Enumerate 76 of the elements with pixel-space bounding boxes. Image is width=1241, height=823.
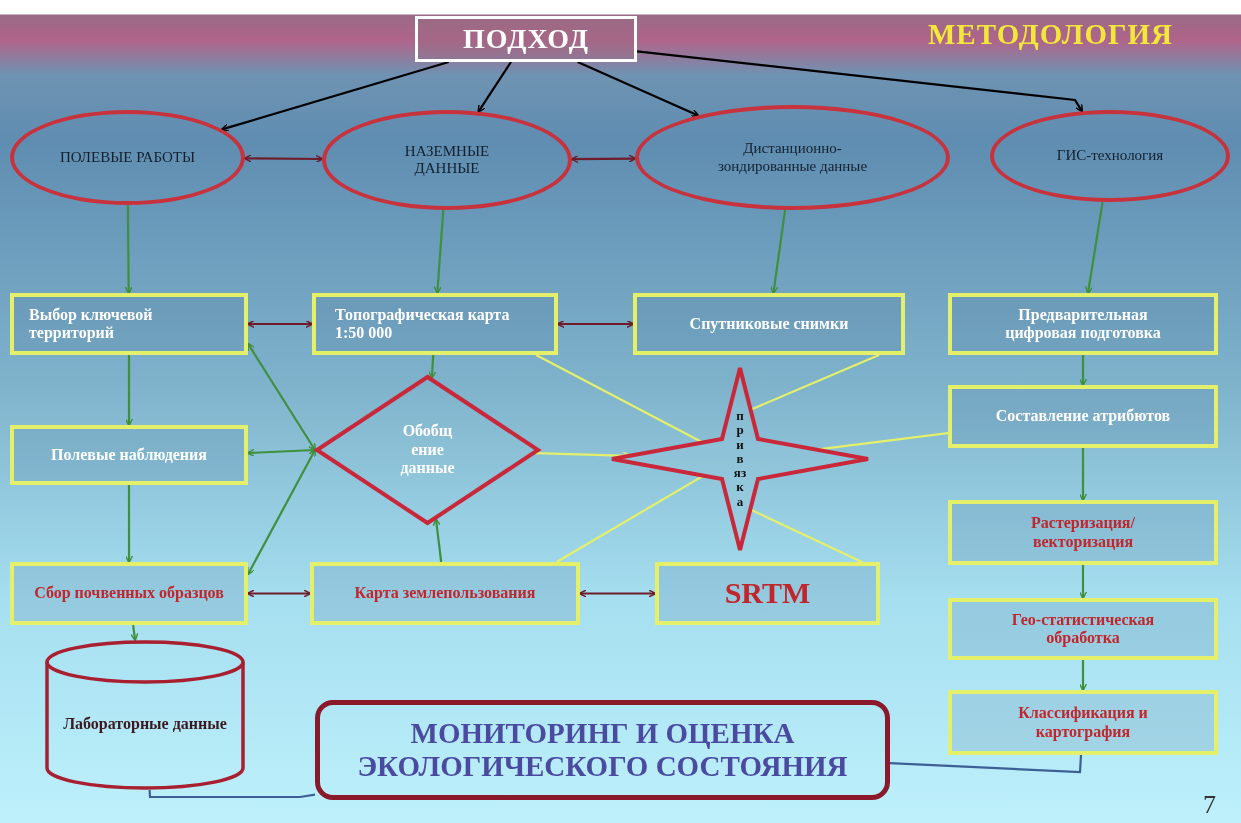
category-ellipse [990,110,1230,202]
node-label: Классификация и картография [1017,704,1149,741]
connector-line [556,474,705,563]
step-box [948,293,1218,355]
node-label: Выбор ключевой территорий [29,305,154,343]
node-label: НАЗЕМНЫЕ ДАННЫЕ [403,142,491,178]
arrow [124,205,133,295]
arrow [130,624,139,642]
arrow [1078,448,1088,502]
arrow [432,518,443,563]
arrow [243,154,324,164]
node-label: ГИС-технология [1056,147,1164,165]
step-box [948,500,1218,565]
arrow [636,50,1084,113]
node-label: ПОДХОД [463,22,589,56]
step-box [312,293,558,355]
arrow [578,589,657,598]
step-box [655,562,880,625]
arrow [556,319,635,329]
result-box [315,700,890,800]
arrow [246,589,312,598]
category-ellipse [322,110,572,210]
connector-line [535,354,704,444]
node-label: МОНИТОРИНГ И ОЦЕНКА ЭКОЛОГИЧЕСКОГО СОСТОЯНИЯ [356,716,849,784]
node-label: Составление атрибютов [995,407,1171,426]
node-label: Обобщ ение данные [399,422,456,478]
decision-diamond [315,375,540,525]
node-label: Полевые наблюдения [51,445,207,465]
arrow [246,319,314,329]
node-label: Карта землепользования [354,584,536,603]
arrow [577,61,700,117]
arrow [477,61,512,113]
connector-line [148,789,316,799]
database-cylinder [45,640,245,790]
step-box [633,293,905,355]
node-label: Гео-статистическая обработка [1010,610,1156,648]
node-label: Растеризация/векторизация [1030,514,1136,551]
category-ellipse [635,105,950,210]
arrow [1084,201,1104,295]
step-box [10,425,248,485]
arrow [570,154,637,164]
node-label: ПОЛЕВЫЕ РАБОТЫ [59,148,196,167]
arrow [1078,660,1088,692]
arrow [246,448,317,576]
step-box [948,690,1218,755]
arrow [246,342,317,452]
arrow [433,209,445,295]
step-box [948,385,1218,448]
connector-line [750,354,880,411]
connector-line [749,508,863,563]
connector-line [889,754,1083,774]
category-ellipse [10,110,245,205]
step-box [10,562,248,625]
node-label: Дистанционно-зондированные данные [716,140,869,175]
arrow [535,451,631,460]
node-label: Предварительная цифровая подготовка [1004,305,1162,343]
arrow [1078,355,1088,387]
arrow [1078,565,1088,600]
arrow [124,355,134,427]
node-label: Топографическая карта 1:50 000 [335,305,511,343]
node-label: Спутниковые снимки [689,314,849,334]
node-label: Сбор почвенных образцов [34,584,224,603]
arrow [428,354,437,380]
header-box [415,16,637,62]
page-number: 7 [1203,790,1216,820]
step-box [310,562,580,625]
step-box [10,293,248,355]
arrow [124,485,134,564]
node-label: SRTM [724,576,811,611]
arrow [220,60,449,132]
vertical-label: привязка [733,408,747,510]
step-box [948,598,1218,660]
slide-title: МЕТОДОЛОГИЯ [928,18,1173,51]
arrow [770,209,787,295]
node-label: Лабораторные данные [63,714,227,734]
star-shape [612,368,868,550]
